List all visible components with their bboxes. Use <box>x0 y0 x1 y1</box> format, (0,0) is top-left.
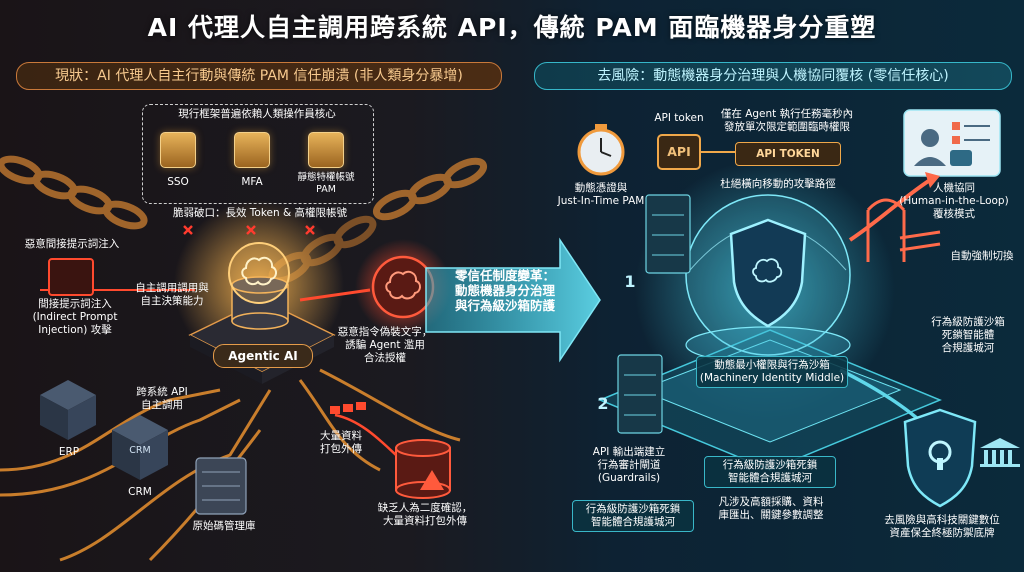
bank-icon <box>980 438 1020 467</box>
step-1-marker: 1 <box>624 272 636 291</box>
pam-user-shield-icon <box>308 132 344 168</box>
left-section-banner: 現狀：AI 代理人自主行動與傳統 PAM 信任崩潰 (非人類身分暴增) <box>16 62 502 90</box>
autonomy-label: 自主調用調用與 自主決策能力 <box>135 282 209 307</box>
jit-label: 動態憑證與 Just-In-Time PAM <box>557 182 645 207</box>
cross-api-label: 跨系統 API 自主調用 <box>136 386 188 411</box>
pam-label: 靜態特權帳號 PAM <box>297 172 355 195</box>
barrier-gate-icon <box>866 198 941 262</box>
source-repo-label: 原始碼管理庫 <box>192 520 256 532</box>
hitl-arrow-head <box>925 172 940 188</box>
vault-shield-icon <box>903 408 977 508</box>
red-x-marks <box>183 225 315 235</box>
crm-icon-text: CRM <box>129 445 151 456</box>
malicious-command-label: 惡意指令偽裝文字， 誘騙 Agent 濫用 合法授權 <box>337 326 433 364</box>
hitl-arrow <box>848 178 932 242</box>
attack-arrow-line <box>299 288 371 302</box>
malicious-brain-icon <box>371 255 435 319</box>
crm-label: CRM <box>128 486 152 498</box>
erp-label: ERP <box>58 446 80 458</box>
mass-data-label: 大量資料 打包外傳 <box>320 430 362 455</box>
transition-arrow-text: 零信任制度變革： 動態機器身分治理 與行為級沙箱防護 <box>454 268 555 313</box>
framework-note: 現行框架普遍依賴人類操作員核心 <box>178 108 336 120</box>
transition-arrow <box>425 237 601 363</box>
step-2-marker: 2 <box>597 394 609 413</box>
server-rack-2 <box>617 354 663 434</box>
right-section-banner: 去風險：動態機器身分治理與人機協同覆核 (零信任核心) <box>534 62 1012 90</box>
indirect-prompt-label: 間接提示詞注入 (Indirect Prompt Injection) 攻擊 <box>32 298 118 336</box>
sandbox-moat-label: 行為級防護沙箱 死鎖智能體 合規護城河 <box>931 316 1005 354</box>
server-rack-1 <box>645 194 691 274</box>
mfa-label: MFA <box>241 176 263 188</box>
broken-chain-right <box>372 157 488 221</box>
injection-window-icon <box>48 258 94 296</box>
agentic-ai-label: Agentic AI <box>213 344 313 368</box>
page-title: AI 代理人自主調用跨系統 API，傳統 PAM 面臨機器身分重塑 <box>147 13 877 42</box>
exfil-packets <box>330 402 366 414</box>
api-chip-text: API <box>667 144 691 159</box>
guardrails-label: API 輸出端建立 行為審計閘道 (Guardrails) <box>592 446 666 484</box>
malicious-injection-label: 惡意間接提示詞注入 <box>24 238 120 250</box>
token-scope-label: 僅在 Agent 執行任務毫秒內 發放單次限定範圍臨時權限 <box>720 108 854 133</box>
broken-chain-left <box>0 155 148 230</box>
exfil-arrow <box>334 413 397 456</box>
crm-cube <box>112 415 168 480</box>
human-framework-box <box>142 104 374 204</box>
weak-point-label: 脆弱破口：長效 Token & 高權限帳號 <box>172 207 348 219</box>
hitl-person-icon <box>903 109 1001 177</box>
shield-brain-icon <box>729 218 807 328</box>
mfa-lock-icon <box>234 132 270 168</box>
api-token-tag: API TOKEN <box>735 142 841 166</box>
sso-gear-icon <box>160 132 196 168</box>
brain-globe-icon <box>228 242 290 304</box>
auto-switch-label: 自動強制切換 <box>950 250 1014 262</box>
asset-guard-label: 去風險與高科技關鍵數位 資產保全終極防禦底牌 <box>884 514 1000 539</box>
no-confirm-label: 缺乏人為二度確認， 大量資料打包外傳 <box>377 502 473 527</box>
lateral-movement-label: 杜絕橫向移動的攻擊路徑 <box>720 178 836 190</box>
lock-box-label: 行為級防護沙箱死鎖 智能體合規護城河 <box>704 456 836 488</box>
hitl-label: 人機協同 (Human-in-the-Loop) 覆核模式 <box>899 182 1009 220</box>
sandbox-lock-label: 行為級防護沙箱死鎖 智能體合規護城河 <box>572 500 694 532</box>
api-token-label: API token <box>654 112 704 124</box>
database-stack-icon <box>231 276 289 330</box>
sso-label: SSO <box>167 176 189 188</box>
erp-cube <box>40 380 96 440</box>
source-repo-server <box>195 457 247 515</box>
stopwatch-icon <box>577 124 625 176</box>
dynamic-sandbox-label: 動態最小權限與行為沙箱 (Machinery Identity Middle) <box>696 356 848 388</box>
high-value-label: 凡涉及高額採購、資料 庫匯出、關鍵參數調整 <box>718 496 824 521</box>
data-leak-database-icon <box>395 439 451 499</box>
